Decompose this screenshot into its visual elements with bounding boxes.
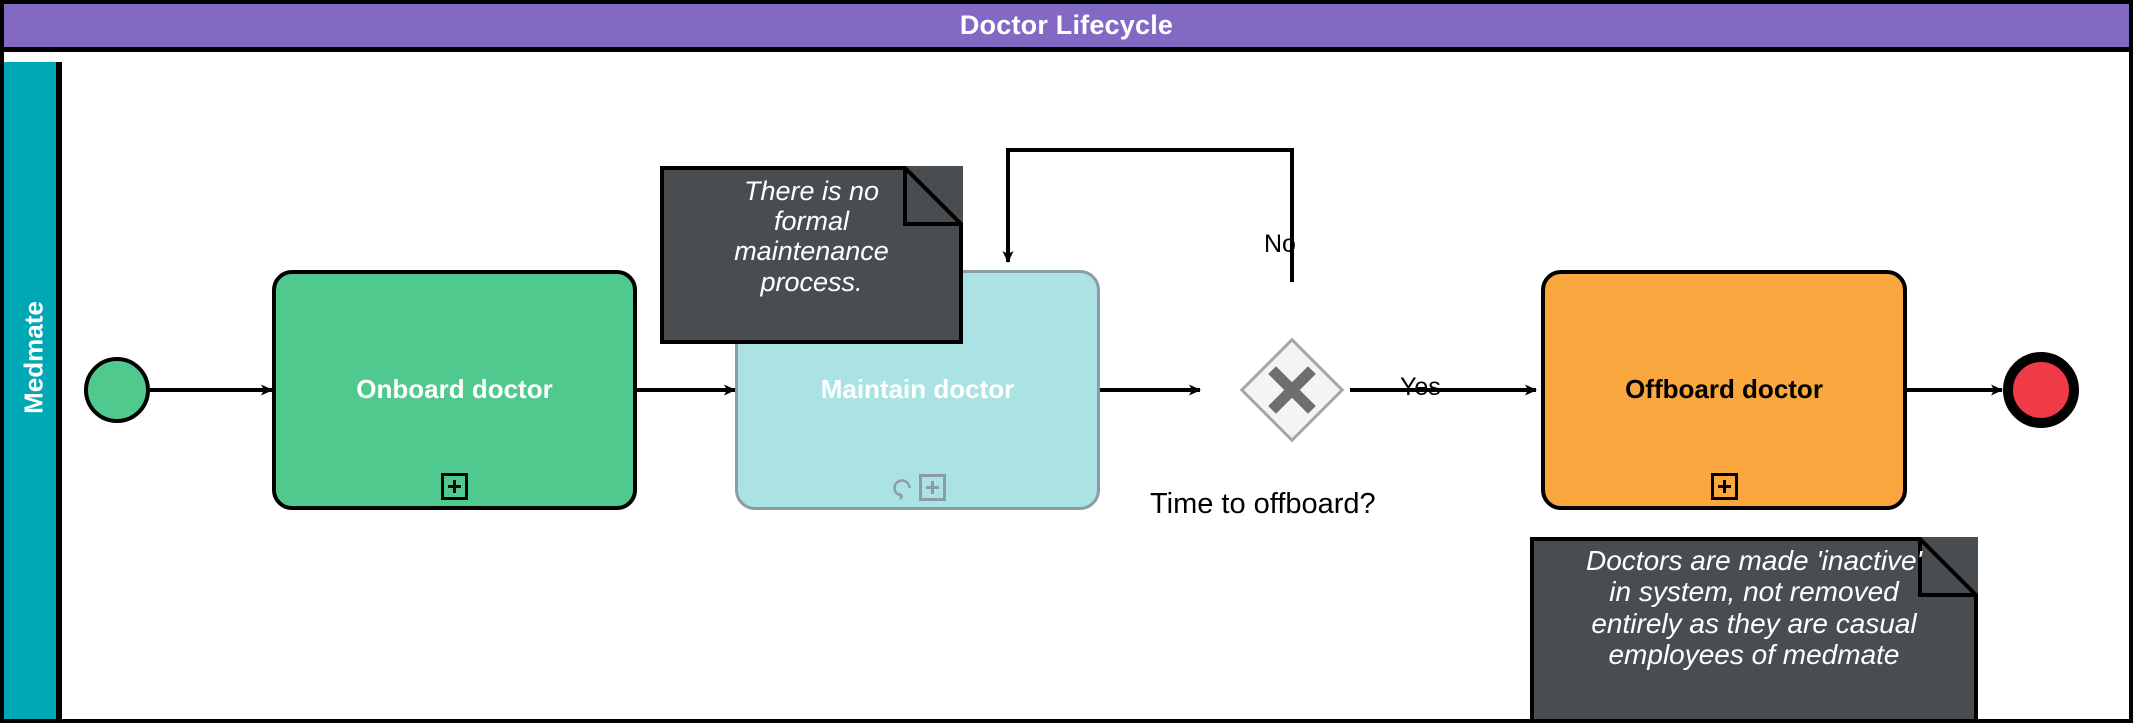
task-offboard-doctor-markers: [1545, 473, 1903, 500]
task-maintain-doctor-markers: [738, 474, 1097, 501]
start-event[interactable]: [84, 357, 150, 423]
note-shape-folded-corner: [1530, 537, 1978, 723]
annotation-offboard-note[interactable]: Doctors are made 'inactive' in system, n…: [1530, 537, 1978, 723]
end-event[interactable]: [2003, 352, 2079, 428]
flow-label-no: No: [1264, 230, 1296, 258]
task-onboard-doctor-label: Onboard doctor: [356, 374, 553, 405]
task-onboard-doctor-markers: [276, 473, 633, 500]
annotation-maintenance-note[interactable]: There is no formal maintenance process.: [660, 166, 963, 344]
note-shape-folded-corner: [660, 166, 963, 344]
task-onboard-doctor[interactable]: Onboard doctor: [272, 270, 637, 510]
gateway-caption: Time to offboard?: [1150, 488, 1376, 520]
lane-medmate-label: Medmate: [18, 301, 49, 414]
expand-plus-icon[interactable]: [1710, 473, 1738, 500]
task-offboard-doctor-label: Offboard doctor: [1625, 374, 1823, 405]
pool-header: Doctor Lifecycle: [4, 4, 2129, 52]
annotation-offboard-note-text: Doctors are made 'inactive' in system, n…: [1586, 545, 1922, 671]
task-offboard-doctor[interactable]: Offboard doctor: [1541, 270, 1907, 510]
gateway-exclusive-x-icon: [1268, 366, 1316, 414]
page-title: Doctor Lifecycle: [959, 10, 1174, 40]
flow-gateway-loop-back-no: [1002, 148, 1294, 282]
flow-label-yes: Yes: [1400, 373, 1441, 401]
annotation-maintenance-note-text: There is no formal maintenance process.: [734, 176, 889, 297]
task-maintain-doctor-label: Maintain doctor: [820, 374, 1015, 405]
expand-plus-icon[interactable]: [441, 473, 468, 500]
expand-plus-icon[interactable]: [919, 474, 946, 501]
loop-icon: [889, 475, 915, 501]
lane-medmate: Medmate: [4, 62, 62, 723]
gateway-time-to-offboard[interactable]: [1239, 337, 1345, 443]
